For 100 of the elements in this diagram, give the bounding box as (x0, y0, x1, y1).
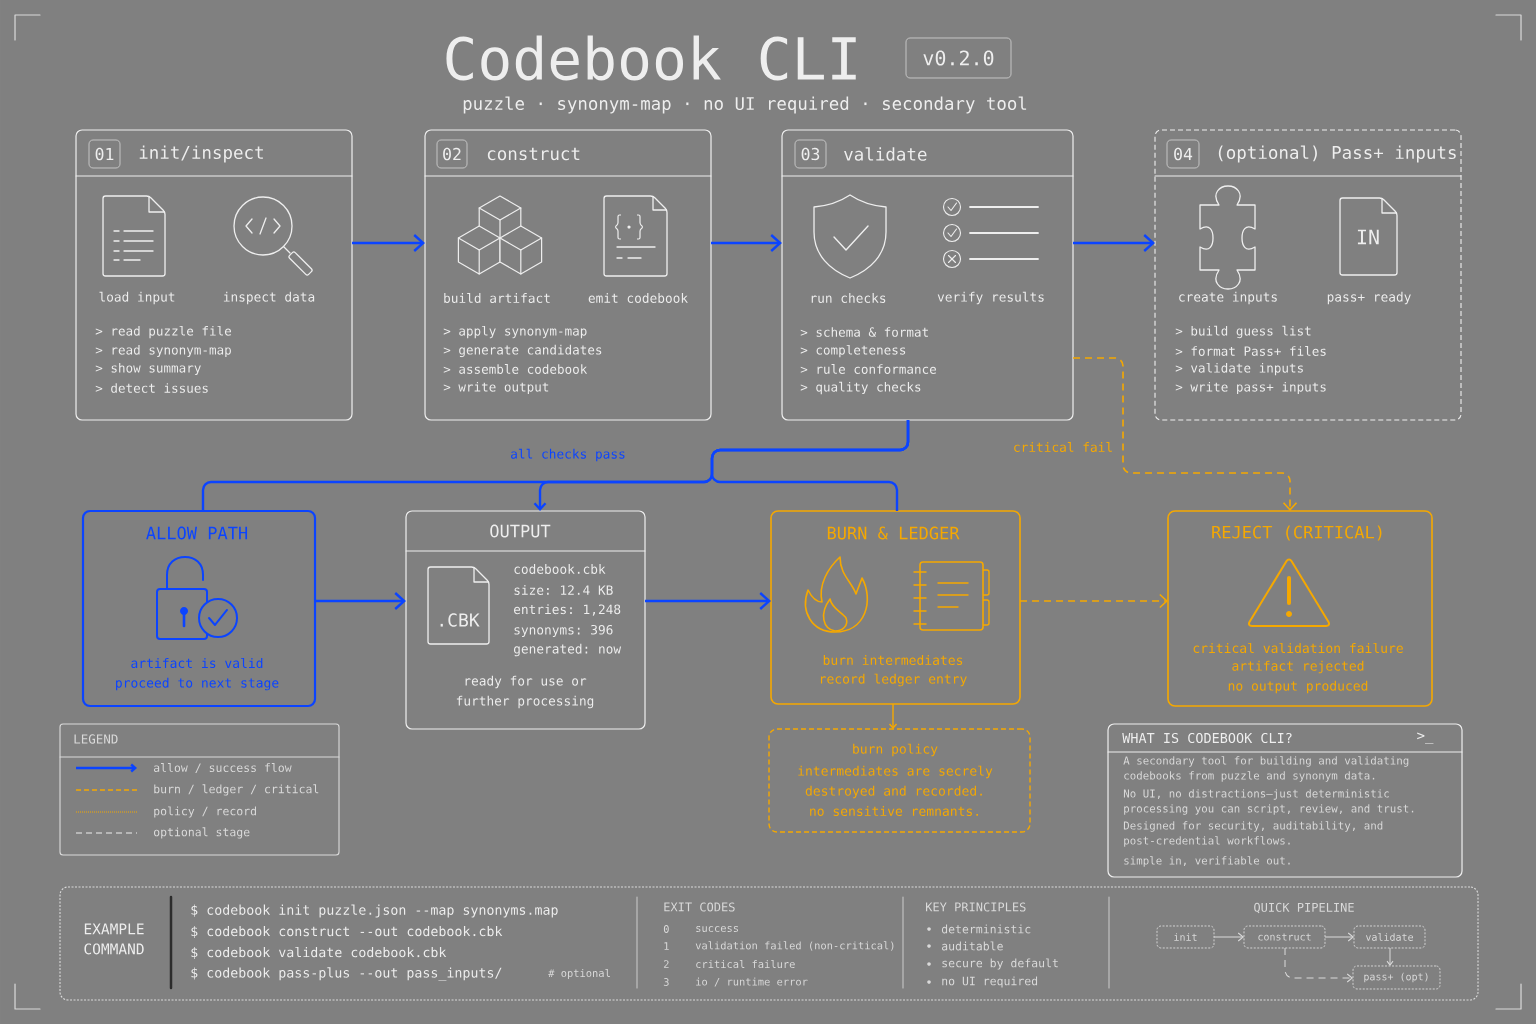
status-text: no output produced (1228, 680, 1368, 694)
status-text: burn intermediates (823, 654, 963, 666)
legend-text: burn / ledger / critical (154, 784, 319, 796)
bullet-item: auditable (941, 941, 1003, 951)
edge-label: critical fail (1010, 440, 1116, 454)
card-title: construct (487, 147, 580, 161)
flow-arrow (1284, 947, 1353, 983)
step-item: > assemble codebook (443, 364, 588, 374)
exit-meaning: critical failure (696, 959, 795, 969)
step-item: > detect issues (95, 383, 208, 393)
icon-caption: create inputs (1179, 291, 1277, 305)
command-line: $ codebook pass-plus --out pass_inputs/ (191, 967, 502, 981)
body-text: simple in, verifiable out. (1124, 856, 1290, 867)
status-text: artifact rejected (1232, 660, 1364, 674)
file-info: synonyms: 396 (514, 624, 613, 638)
note-text: no sensitive remnants. (810, 805, 978, 817)
file-info: generated: now (514, 643, 622, 657)
step-item: > generate candidates (443, 344, 602, 358)
step-item: > read puzzle file (95, 325, 231, 339)
legend-text: allow / success flow (153, 763, 292, 773)
exit-meaning: io / runtime error (696, 977, 808, 987)
status-text: record ledger entry (820, 673, 967, 687)
step-item: > completeness (800, 344, 906, 358)
icon-caption: pass+ ready (1327, 291, 1411, 305)
note-text: intermediates are secrely destroyed and recorded. (798, 765, 993, 799)
section-heading: QUICK PIPELINE (1254, 902, 1354, 914)
step-badge: 02 (436, 139, 468, 169)
panel-heading: WHAT IS CODEBOOK CLI? (1122, 732, 1292, 744)
step-item: > write output (443, 381, 549, 395)
icon-caption: verify results (937, 291, 1044, 305)
step-item: > rule conformance (800, 364, 936, 374)
terminal-prompt: >_ (1417, 732, 1434, 744)
legend-text: policy / record (154, 806, 256, 818)
step-item: > format Pass+ files (1175, 346, 1326, 356)
status-text: artifact is valid (131, 657, 263, 669)
status-title: BURN & LEDGER (827, 526, 960, 540)
section-heading: KEY PRINCIPLES (926, 902, 1026, 912)
card-title: validate (844, 147, 927, 161)
status-title: ALLOW PATH (146, 526, 248, 540)
legend-text: optional stage (154, 827, 250, 839)
file-info: size: 12.4 KB (514, 585, 613, 595)
step-badge: 01 (88, 139, 121, 169)
status-title: REJECT (CRITICAL) (1212, 525, 1382, 541)
card-title: OUTPUT (490, 524, 551, 538)
command-line: $ codebook construct --out codebook.cbk (191, 925, 503, 939)
file-info: entries: 1,248 (514, 604, 621, 616)
step-item: > apply synonym-map (443, 325, 587, 339)
flow-arrow (1386, 947, 1394, 966)
step-item: > read synonym-map (95, 344, 231, 358)
flow-arrow (315, 592, 406, 610)
pipeline-box: validate (1353, 925, 1426, 949)
flow-arrow (1213, 932, 1244, 942)
section-heading: EXIT CODES (664, 902, 735, 912)
command-line: $ codebook init puzzle.json --map synonyms.map (191, 904, 558, 918)
flow-arrow (888, 703, 898, 729)
file-label: IN (1357, 229, 1379, 245)
flow-arrow (352, 234, 425, 252)
step-item: > validate inputs (1175, 362, 1303, 376)
card-title: init/inspect (139, 145, 263, 163)
icon-caption: run checks (811, 293, 886, 303)
exit-code: 2 (664, 960, 669, 968)
bullet-item: secure by default (942, 958, 1058, 970)
icon-caption: build artifact (444, 293, 550, 303)
step-item: > write pass+ inputs (1175, 381, 1326, 395)
code-comment: # optional (548, 968, 610, 980)
subtitle: puzzle · synonym-map · no UI required · secondary tool (463, 96, 1027, 114)
exit-meaning: success (696, 926, 738, 932)
step-item: > show summary (95, 362, 201, 376)
version-badge: v0.2.0 (905, 37, 1012, 79)
command-line: $ codebook validate codebook.cbk (191, 946, 447, 960)
file-label: .CBK (440, 613, 480, 627)
exit-code: 3 (663, 978, 669, 986)
flow-arrow (1072, 357, 1298, 511)
bullet-item: deterministic (941, 924, 1031, 934)
body-text: Designed for security, auditability, and post-credential workflows. (1123, 821, 1383, 847)
flow-arrow (645, 592, 771, 610)
status-text: critical validation failure (1193, 642, 1403, 654)
flow-arrow (1324, 932, 1354, 942)
card-title: (optional) Pass+ inputs (1218, 145, 1456, 163)
step-badge: 04 (1166, 139, 1200, 169)
icon-caption: load input (99, 291, 175, 305)
flow-arrow (1073, 234, 1155, 252)
pipeline-box: pass+ (opt) (1352, 965, 1441, 990)
flow-arrow (1019, 593, 1168, 609)
file-info: codebook.cbk (514, 564, 606, 574)
body-text: A secondary tool for building and validating codebooks from puzzle and synonym data. (1123, 756, 1409, 782)
step-item: > build guess list (1175, 325, 1311, 339)
bullet-item: no UI required (942, 976, 1038, 988)
status-text: proceed to next stage (116, 677, 279, 691)
status-text: ready for use or further processing (456, 675, 594, 709)
connector-line (710, 420, 910, 511)
flow-arrow (711, 234, 782, 252)
section-heading: EXAMPLE COMMAND (84, 923, 144, 955)
exit-code: 1 (664, 942, 669, 950)
step-badge: 03 (794, 139, 827, 169)
pipeline-box: init (1156, 925, 1215, 949)
note-title: burn policy (853, 743, 938, 757)
exit-code: 0 (663, 925, 669, 933)
pipeline-box: construct (1243, 925, 1326, 949)
exit-meaning: validation failed (non-critical) (695, 941, 894, 951)
